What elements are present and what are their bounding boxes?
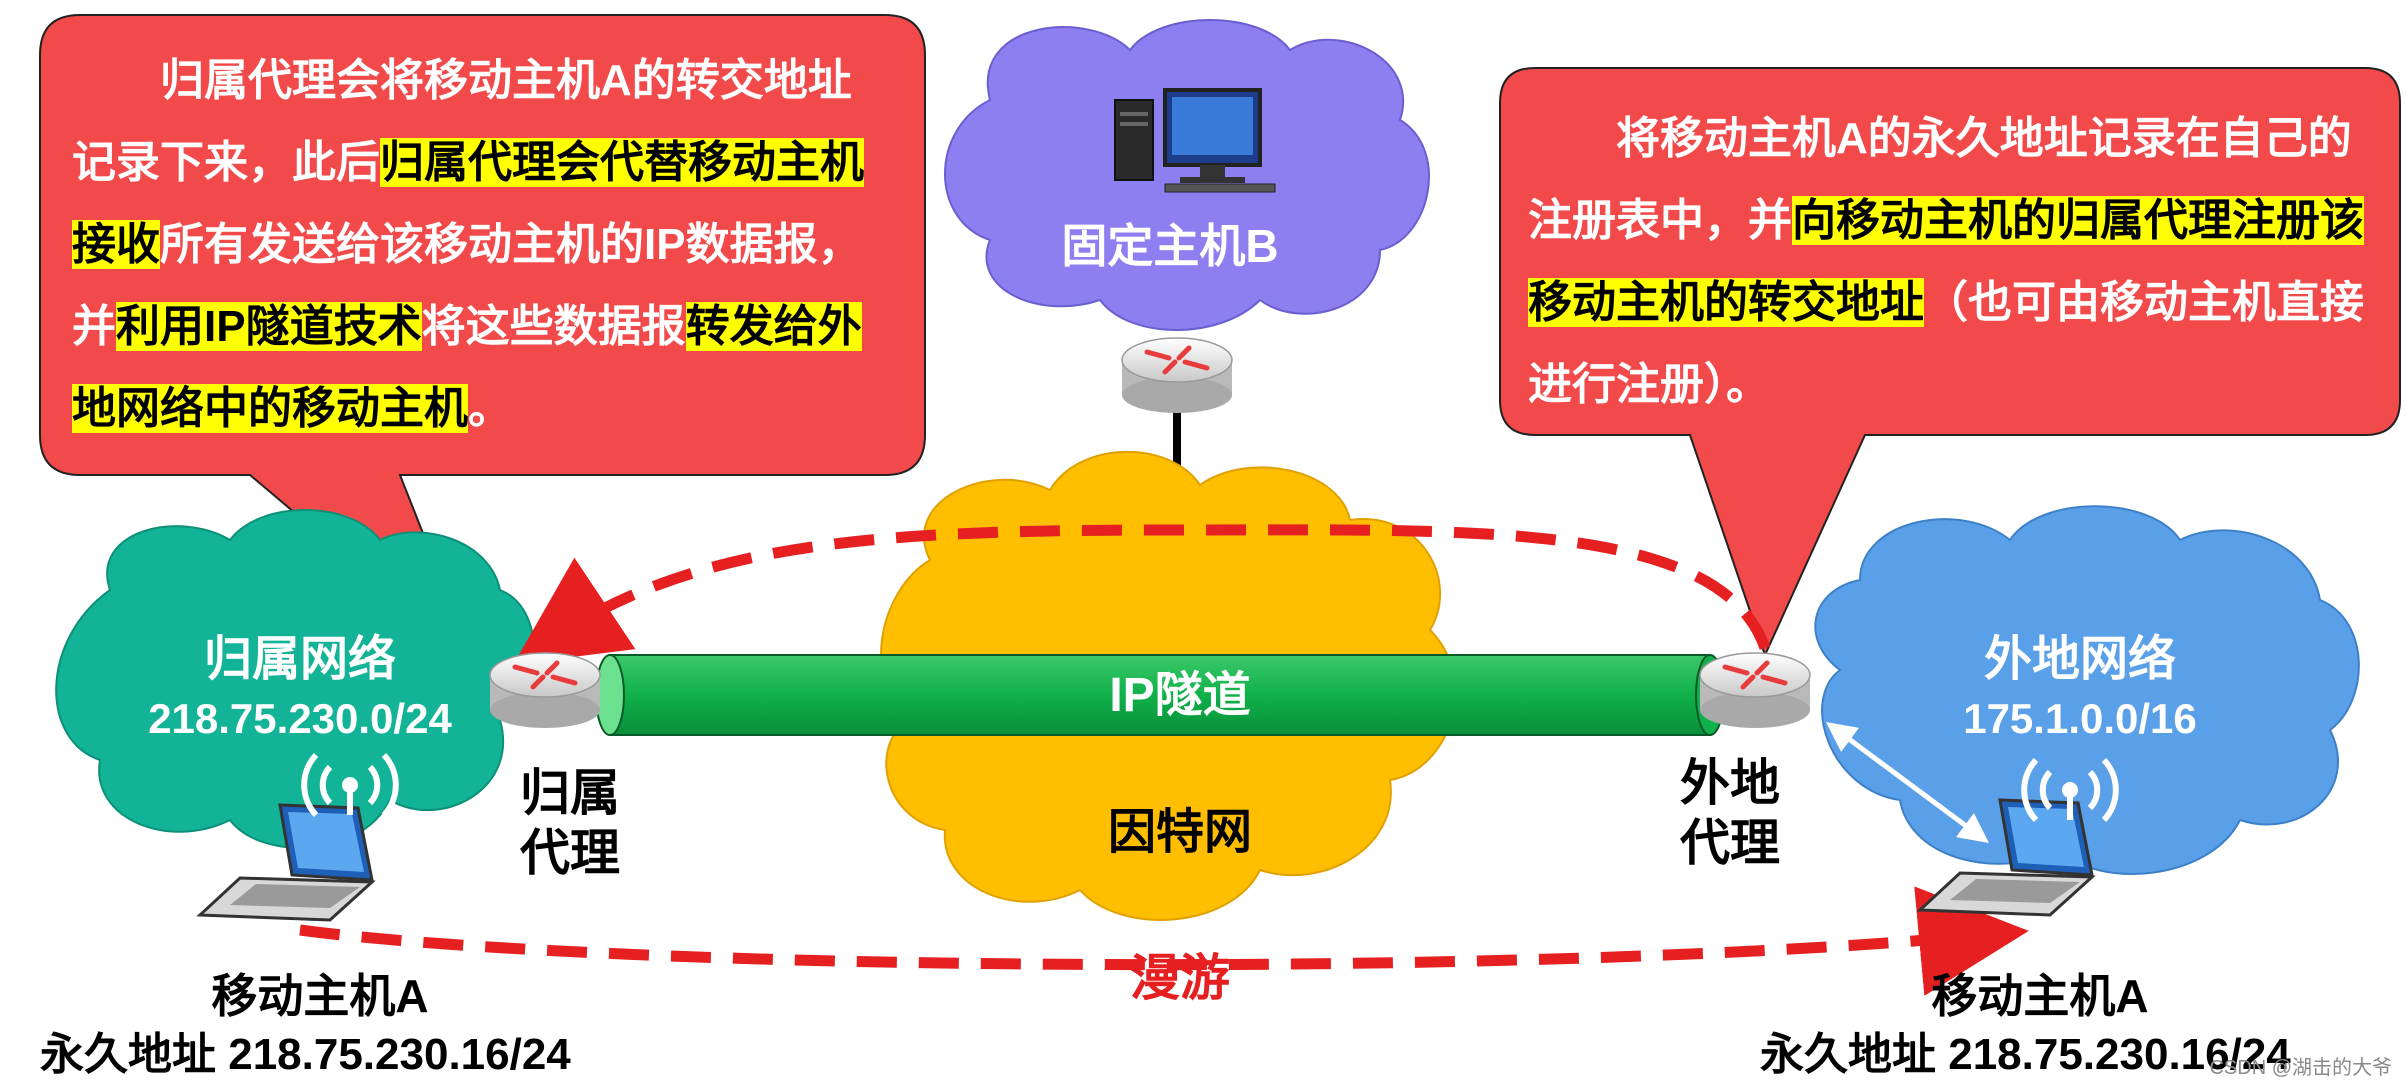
internet-label: 因特网 xyxy=(1107,806,1252,859)
callout-left-segment-highlight: 利用IP隧道技术 xyxy=(116,302,422,351)
registration-arc-arrow xyxy=(513,524,1771,665)
callout-left-segment: 归属代理会将移动主机A的转交地址记录下来，此后 xyxy=(72,56,852,187)
foreign-agent-label-line1: 外地 xyxy=(1680,755,1780,811)
roaming-arrow xyxy=(299,886,2029,996)
wifi-left-icon xyxy=(301,752,399,818)
mobile-host-right-name: 移动主机A xyxy=(1931,970,2149,1022)
home-network-name: 归属网络 xyxy=(203,633,396,686)
callout-right-segment: （也可由移动主机直接进行注册）。 xyxy=(1528,278,2364,409)
home-agent-label-line2: 代理 xyxy=(520,825,620,881)
router-b-icon xyxy=(1121,337,1233,413)
fixed-host-cloud xyxy=(944,19,1430,331)
foreign-network-name: 外地网络 xyxy=(1983,633,2176,686)
desktop-computer-icon xyxy=(1114,88,1276,193)
home-agent-router-icon xyxy=(489,652,601,728)
callout-left-text: 归属代理会将移动主机A的转交地址记录下来，此后归属代理会代替移动主机接收所有发送… xyxy=(72,40,882,450)
mobile-host-left-address: 永久地址 218.75.230.16/24 xyxy=(40,1030,571,1079)
wifi-right-icon xyxy=(2021,757,2119,823)
foreign-network-prefix: 175.1.0.0/16 xyxy=(1963,695,2197,742)
mobile-host-left-name: 移动主机A xyxy=(211,970,429,1022)
mobile-host-right-address: 永久地址 218.75.230.16/24 xyxy=(1760,1030,2291,1079)
home-network-prefix: 218.75.230.0/24 xyxy=(148,695,452,742)
tunnel-label: IP隧道 xyxy=(1109,669,1251,722)
callout-left-segment: 所有发送给该移动主机的IP数据报，并 xyxy=(72,220,862,351)
laptop-right-icon xyxy=(1916,798,2096,917)
watermark: CSDN @湖击的大爷 xyxy=(2209,1057,2392,1079)
roam-label: 漫游 xyxy=(1130,950,1230,1006)
home-network-cloud xyxy=(55,509,535,849)
callout-right-segment: 将移动主机A的永久地址记录在自己的注册表中，并 xyxy=(1528,114,2352,245)
wireless-link-arrow xyxy=(1825,722,1990,843)
callout-left-segment: 。 xyxy=(468,384,512,433)
home-agent-label-line1: 归属 xyxy=(520,765,620,821)
foreign-agent-label-line2: 代理 xyxy=(1680,815,1780,871)
callout-left-segment: 将这些数据报 xyxy=(421,302,686,351)
foreign-network-cloud xyxy=(1814,505,2360,875)
fixed-host-label: 固定主机B xyxy=(1061,220,1279,272)
callout-right-text: 将移动主机A的永久地址记录在自己的注册表中，并向移动主机的归属代理注册该移动主机… xyxy=(1528,98,2378,426)
laptop-left-icon xyxy=(196,803,376,922)
foreign-agent-router-icon xyxy=(1699,652,1811,728)
